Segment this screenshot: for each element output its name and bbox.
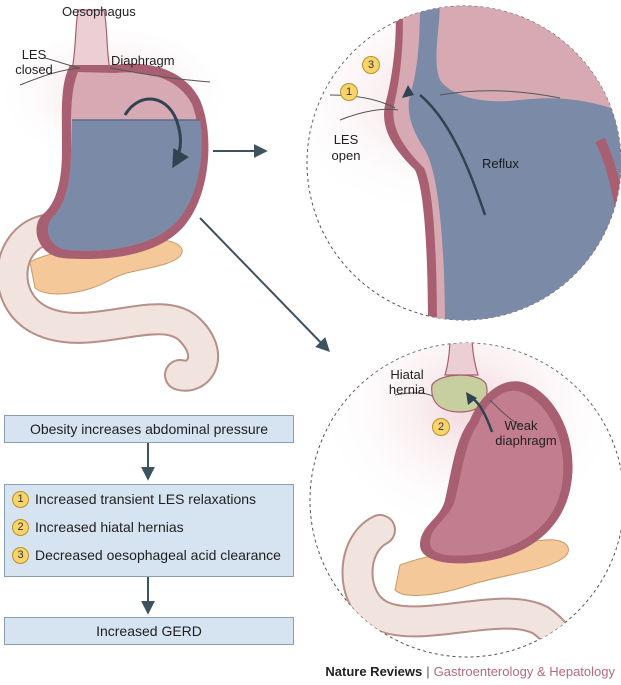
flow-box-top: Obesity increases abdominal pressure	[4, 415, 294, 443]
journal-separator: |	[426, 664, 430, 679]
journal-name: Nature Reviews	[325, 664, 423, 679]
circle-hiatal-hernia	[309, 342, 621, 658]
mechanism-number-3: 3	[12, 546, 29, 564]
mechanism-number-2: 2	[12, 518, 29, 536]
label-hiatal-2: hernia	[388, 382, 426, 397]
label-les-open-1: LES	[333, 132, 359, 147]
label-weak-1: Weak	[504, 418, 538, 433]
label-les-open-2: open	[331, 148, 361, 163]
mechanism-text-1: Increased transient LES relaxations	[35, 491, 257, 507]
mechanism-row-3: 3 Decreased oesophageal acid clearance	[5, 544, 293, 566]
label-weak-2: diaphragm	[495, 433, 557, 448]
mechanism-number-1: 1	[12, 490, 29, 508]
label-diaphragm: Diaphragm	[111, 53, 175, 68]
mechanism-text-2: Increased hiatal hernias	[35, 519, 184, 535]
mechanism-text-3: Decreased oesophageal acid clearance	[35, 547, 281, 563]
badge-2: 2	[432, 418, 450, 436]
mechanism-row-2: 2 Increased hiatal hernias	[5, 516, 293, 538]
badge-1: 1	[340, 83, 358, 101]
mechanism-row-1: 1 Increased transient LES relaxations	[5, 488, 293, 510]
flow-box-mechanisms: 1 Increased transient LES relaxations 2 …	[4, 484, 294, 577]
journal-section: Gastroenterology & Hepatology	[433, 664, 615, 679]
badge-3: 3	[362, 56, 380, 74]
circle-les-open	[306, 5, 621, 321]
label-les-closed-1: LES	[21, 47, 47, 62]
label-hiatal-1: Hiatal	[390, 367, 424, 382]
left-stomach	[0, 9, 225, 392]
flow-box-bottom: Increased GERD	[4, 617, 294, 645]
label-reflux: Reflux	[482, 156, 519, 171]
arrow-to-hiatal-hernia	[199, 217, 330, 353]
label-les-closed-2: closed	[15, 62, 53, 77]
label-oesophagus: Oesophagus	[62, 4, 136, 19]
journal-credit: Nature Reviews|Gastroenterology & Hepato…	[325, 664, 615, 679]
